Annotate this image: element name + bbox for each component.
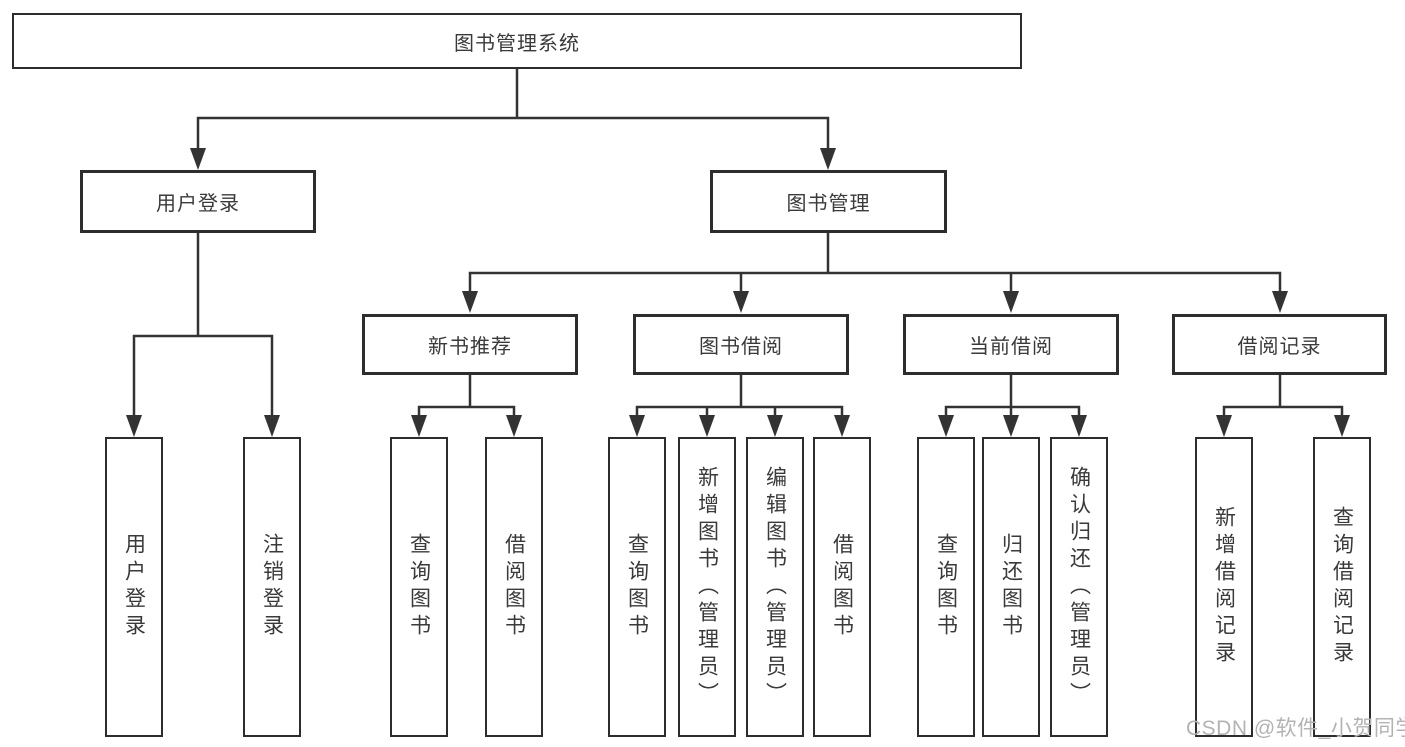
arrowhead-icon xyxy=(462,291,478,313)
node-leaf-edit-book-admin: 编辑图书（管理员） xyxy=(746,437,804,737)
arrowhead-icon xyxy=(629,415,645,437)
node-user-login: 用户登录 xyxy=(80,170,316,233)
arrowhead-icon xyxy=(820,148,836,170)
arrowhead-icon xyxy=(1003,415,1019,437)
arrowhead-icon xyxy=(1272,291,1288,313)
arrowhead-icon xyxy=(264,415,280,437)
node-new-book-recommend: 新书推荐 xyxy=(362,314,578,375)
arrowhead-icon xyxy=(733,291,749,313)
node-leaf-query-books-current: 查询图书 xyxy=(917,437,975,737)
node-leaf-borrow-books-recommend: 借阅图书 xyxy=(485,437,543,737)
node-leaf-confirm-return-admin: 确认归还（管理员） xyxy=(1050,437,1108,737)
node-leaf-borrow-books: 借阅图书 xyxy=(813,437,871,737)
node-leaf-query-books-recommend: 查询图书 xyxy=(390,437,448,737)
node-leaf-return-book: 归还图书 xyxy=(982,437,1040,737)
node-leaf-logout: 注销登录 xyxy=(243,437,301,737)
node-leaf-query-books-borrow: 查询图书 xyxy=(608,437,666,737)
csdn-watermark: CSDN @软件_小贺同学 xyxy=(1186,717,1405,740)
arrowhead-icon xyxy=(699,415,715,437)
node-leaf-add-borrow-record: 新增借阅记录 xyxy=(1195,437,1253,737)
arrowhead-icon xyxy=(506,415,522,437)
node-current-borrow: 当前借阅 xyxy=(903,314,1119,375)
connector-newbook-to-leaves xyxy=(417,373,516,422)
node-library-management-system: 图书管理系统 xyxy=(12,13,1022,69)
arrowhead-icon xyxy=(126,415,142,437)
arrowhead-icon xyxy=(1216,415,1232,437)
arrowhead-icon xyxy=(190,148,206,170)
arrowhead-icon xyxy=(767,415,783,437)
node-leaf-query-borrow-record: 查询借阅记录 xyxy=(1313,437,1371,737)
arrowhead-icon xyxy=(834,415,850,437)
node-book-management: 图书管理 xyxy=(710,170,947,233)
connector-records-to-leaves xyxy=(1222,373,1344,422)
connector-root-to-level2 xyxy=(196,66,830,154)
node-book-borrow: 图书借阅 xyxy=(633,314,849,375)
arrowhead-icon xyxy=(1071,415,1087,437)
connector-bookborrow-to-leaves xyxy=(635,373,844,422)
connector-bookmgmt-to-level3 xyxy=(468,231,1282,298)
node-borrow-records: 借阅记录 xyxy=(1172,314,1387,375)
connector-userlogin-to-leaves xyxy=(132,231,274,420)
arrowhead-icon xyxy=(938,415,954,437)
arrowhead-icon xyxy=(411,415,427,437)
node-leaf-add-book-admin: 新增图书（管理员） xyxy=(678,437,736,737)
node-leaf-user-login: 用户登录 xyxy=(105,437,163,737)
arrowhead-icon xyxy=(1003,291,1019,313)
connector-currentborrow-to-leaves xyxy=(944,373,1081,422)
arrowhead-icon xyxy=(1334,415,1350,437)
